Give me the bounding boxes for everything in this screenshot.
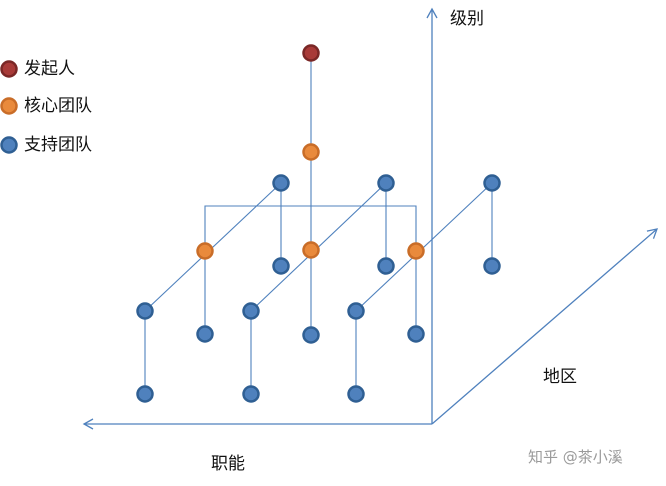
support-team-node [242, 385, 260, 403]
support-team-node [196, 325, 214, 343]
legend-support-team-marker [0, 136, 18, 154]
watermark: 知乎 @茶小溪 [528, 448, 623, 466]
diagonal-line-1 [144, 182, 282, 312]
support-team-node [377, 257, 395, 275]
support-team-node [272, 174, 290, 192]
diagonal-line-3 [355, 182, 493, 312]
support-team-node [407, 325, 425, 343]
support-team-node [347, 385, 365, 403]
support-team-node [483, 257, 501, 275]
core-team-node [407, 242, 425, 260]
legend-founder-marker [0, 60, 18, 78]
support-team-node [302, 326, 320, 344]
nodes [136, 44, 501, 403]
core-team-node [302, 241, 320, 259]
legend-core-team-marker [0, 97, 18, 115]
connectors [144, 53, 493, 394]
core-team-node [302, 143, 320, 161]
region-axis-label: 地区 [543, 367, 577, 387]
legend: 发起人 核心团队 支持团队 [0, 59, 92, 155]
support-team-node [242, 302, 260, 320]
support-team-node [483, 174, 501, 192]
founder-node [302, 44, 320, 62]
region-axis [431, 228, 659, 425]
legend-core-team-label: 核心团队 [24, 96, 92, 116]
legend-support-team-label: 支持团队 [24, 135, 92, 155]
function-axis-label: 职能 [211, 454, 245, 474]
support-team-node [377, 174, 395, 192]
legend-founder-label: 发起人 [24, 59, 75, 79]
core-team-node [196, 242, 214, 260]
bracket-line [204, 205, 417, 251]
support-team-node [347, 302, 365, 320]
axes [82, 7, 659, 430]
level-axis-label: 级别 [450, 9, 484, 29]
support-team-node [136, 385, 154, 403]
support-team-node [272, 257, 290, 275]
support-team-node [136, 302, 154, 320]
